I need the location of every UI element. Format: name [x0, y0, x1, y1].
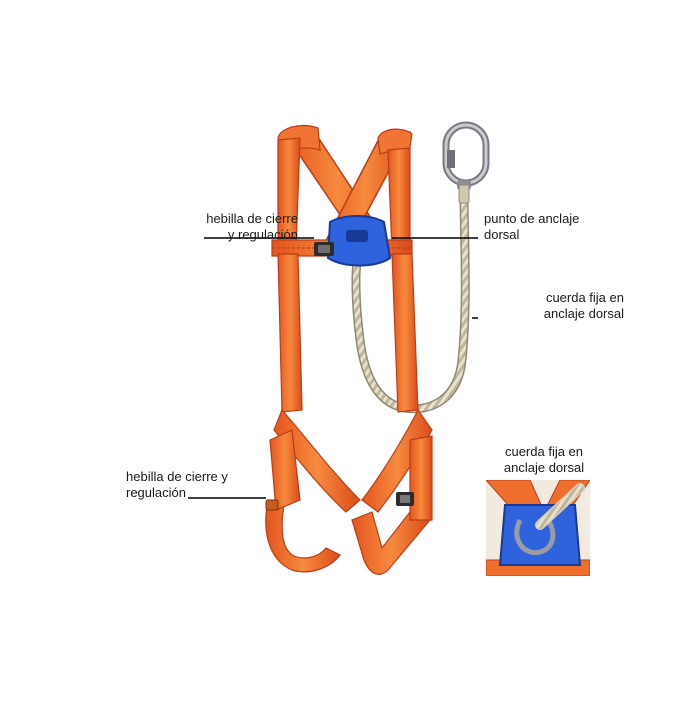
label-inset-line1: cuerda fija en — [504, 444, 584, 459]
label-fixed-rope: cuerda fija en anclaje dorsal — [484, 290, 624, 322]
label-anchor-line1: punto de anclaje — [484, 211, 580, 226]
label-buckle-top-line2: y regulación — [227, 227, 298, 242]
label-rope-line1: cuerda fija en — [545, 290, 624, 305]
label-buckle-leg: hebilla de cierre y regulación — [126, 469, 296, 501]
leg-buckle-icon — [265, 492, 414, 511]
label-buckle-leg-line2: regulación — [126, 485, 186, 500]
inset-detail — [486, 480, 590, 576]
dorsal-plate — [326, 215, 392, 267]
label-anchor-line2: dorsal — [484, 227, 520, 242]
label-inset-line2: anclaje dorsal — [503, 460, 585, 475]
label-anchor-point: punto de anclaje dorsal — [484, 211, 624, 243]
label-buckle-top: hebilla de cierre y regulación — [128, 211, 298, 243]
label-rope-line2: anclaje dorsal — [543, 306, 624, 321]
label-buckle-leg-line1: hebilla de cierre y — [126, 469, 228, 484]
chest-buckle-icon — [314, 242, 334, 256]
label-buckle-top-line1: hebilla de cierre — [206, 211, 298, 226]
label-inset-rope: cuerda fija en anclaje dorsal — [494, 444, 594, 476]
karabiner-icon — [442, 121, 490, 190]
leader-lines — [188, 237, 478, 499]
leg-loops — [265, 429, 433, 575]
